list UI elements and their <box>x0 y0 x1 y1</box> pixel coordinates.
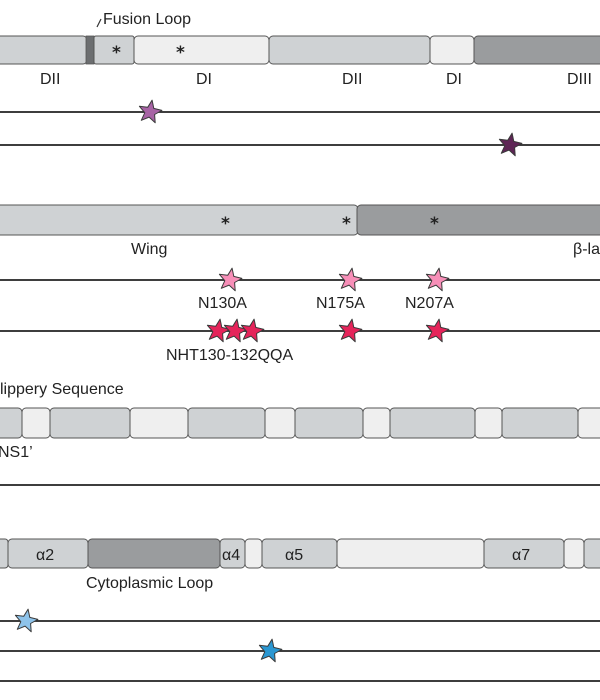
section4-membrane-protein: α2 α4 α5 α7 Cytoplasmic Loop <box>0 538 600 682</box>
section2-glycoprotein: * * * Wing β-la N130A N175A N207A NHT130… <box>0 204 600 364</box>
domain-label-di-2: DI <box>446 71 462 88</box>
domain-diii <box>473 35 600 65</box>
asterisk-ladder: * <box>430 214 439 234</box>
segment <box>501 407 579 439</box>
segment <box>244 538 263 569</box>
fusion-loop-label: Fusion Loop <box>103 11 191 28</box>
mutation-label-n207a: N207A <box>405 295 454 312</box>
asterisk-boundary: * <box>342 214 351 234</box>
asterisk-2: * <box>176 43 185 63</box>
segment <box>0 407 23 439</box>
asterisk-wing: * <box>221 214 230 234</box>
section1-fusion-protein: Fusion Loop * * DII DI DII DI DIII <box>0 11 600 157</box>
segment <box>336 538 485 569</box>
mutation-star-icon <box>425 267 450 292</box>
mutation-star-icon <box>138 99 163 124</box>
segment <box>21 407 51 439</box>
segment <box>583 538 600 569</box>
segment <box>389 407 476 439</box>
mutation-star-icon <box>425 318 450 343</box>
mutation-star-icon <box>258 638 283 663</box>
section3-polyprotein: lippery Sequence NS1’ <box>0 381 600 486</box>
segment <box>362 407 391 439</box>
domain-beta-ladder <box>356 204 600 236</box>
mutation-star-icon <box>14 608 39 633</box>
segment <box>49 407 131 439</box>
domain-dii-1 <box>0 35 88 65</box>
segment <box>474 407 503 439</box>
fusion-loop-marker <box>85 35 95 65</box>
domain-di-2 <box>429 35 475 65</box>
domain-label-wing: Wing <box>131 241 167 258</box>
domain-label-beta-ladder: β-la <box>573 241 600 258</box>
segment <box>0 538 9 569</box>
mutation-label-n175a: N175A <box>316 295 365 312</box>
mutation-star-icon <box>498 132 523 157</box>
domain-di-1 <box>133 35 270 65</box>
mutation-star-icon <box>240 318 265 343</box>
slippery-sequence-label: lippery Sequence <box>0 381 124 398</box>
helix-label-a7: α7 <box>512 547 530 564</box>
asterisk-1: * <box>112 43 121 63</box>
segment <box>187 407 266 439</box>
helix-label-a4: α4 <box>222 547 240 564</box>
mutation-label-n130a: N130A <box>198 295 247 312</box>
cytoplasmic-loop-segment <box>87 538 221 569</box>
mutation-star-icon <box>218 267 243 292</box>
mutation-star-icon <box>338 318 363 343</box>
domain-label-diii: DIII <box>567 71 592 88</box>
domain-label-dii-1: DII <box>40 71 60 88</box>
mutation-star-icon <box>338 267 363 292</box>
domain-label-di-1: DI <box>196 71 212 88</box>
segment <box>577 407 600 439</box>
cytoplasmic-loop-label: Cytoplasmic Loop <box>86 575 213 592</box>
segment <box>294 407 364 439</box>
domain-dii-2 <box>268 35 431 65</box>
ns1-prime-label: NS1’ <box>0 444 33 461</box>
domain-label-dii-2: DII <box>342 71 362 88</box>
segment <box>264 407 296 439</box>
domain-wing <box>0 204 359 236</box>
helix-label-a5: α5 <box>285 547 303 564</box>
fusion-loop-leader <box>96 18 102 28</box>
segment <box>129 407 189 439</box>
segment <box>563 538 585 569</box>
helix-label-a2: α2 <box>36 547 54 564</box>
mutation-label-nht130-132qqa: NHT130-132QQA <box>166 347 293 364</box>
